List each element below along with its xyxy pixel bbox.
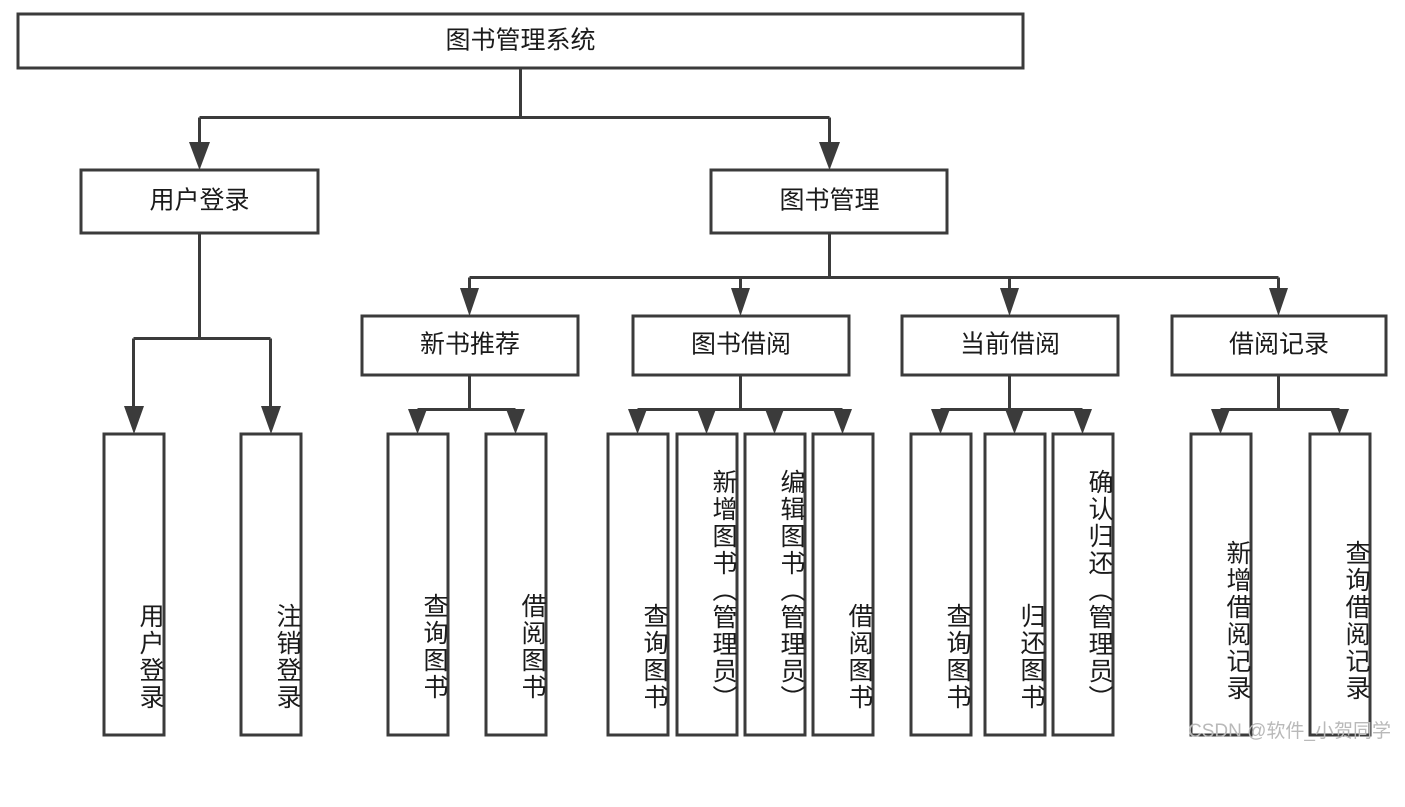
connector-group-new-book-to-leaves [408, 375, 525, 434]
node-new-book-recommend-box[interactable] [360, 314, 580, 377]
arrow-head-leaf-borrow-book [833, 409, 852, 434]
connector-group-book-management-to-level3 [460, 233, 1288, 316]
arrow-head-leaf-query-borrow-record [1330, 409, 1349, 434]
arrow-head-leaf-confirm-return-admin [1073, 409, 1092, 434]
arrow-head-leaf-borrow-book-recommend [506, 409, 525, 434]
arrow-head-leaf-edit-book-admin [765, 409, 784, 434]
arrow-head-leaf-query-book-recommend [408, 409, 427, 434]
node-current-borrow[interactable]: 当前借阅 [900, 314, 1120, 377]
connector-group-root-to-level2 [189, 68, 840, 170]
arrow-head-leaf-query-book-borrow [628, 409, 647, 434]
connector-group-user-login-to-leaves [124, 233, 281, 434]
node-user-login-box[interactable] [79, 168, 320, 235]
node-leaf-edit-book-admin-box[interactable] [743, 432, 807, 737]
node-leaf-query-book-current-box[interactable] [909, 432, 973, 737]
node-user-login-label: 用户登录 [149, 187, 249, 215]
node-leaf-query-book-recommend-box[interactable] [386, 432, 450, 737]
node-borrow-records-box[interactable] [1170, 314, 1388, 377]
arrow-head-current-borrow [1000, 288, 1019, 316]
node-book-management-label: 图书管理 [779, 187, 879, 215]
node-leaf-return-book-box[interactable] [983, 432, 1047, 737]
arrow-head-user-login [189, 142, 210, 170]
node-leaf-borrow-book-box[interactable] [811, 432, 875, 737]
arrow-head-leaf-user-login [124, 406, 144, 434]
node-borrow-records[interactable]: 借阅记录 [1170, 314, 1388, 377]
node-leaf-query-borrow-record-box[interactable] [1308, 432, 1372, 737]
arrow-head-leaf-add-borrow-record [1211, 409, 1230, 434]
node-user-login[interactable]: 用户登录 [79, 168, 320, 235]
node-borrow-records-label: 借阅记录 [1229, 331, 1329, 359]
node-leaf-borrow-book-recommend-box[interactable] [484, 432, 548, 737]
leaf-box-group [102, 432, 1372, 737]
node-book-borrow-box[interactable] [631, 314, 851, 377]
node-root[interactable]: 图书管理系统 [16, 12, 1025, 70]
node-root-label: 图书管理系统 [445, 27, 595, 55]
connector-group-book-borrow-to-leaves [628, 375, 852, 434]
node-leaf-user-login-box[interactable] [102, 432, 166, 737]
arrow-head-leaf-query-book-current [931, 409, 950, 434]
node-current-borrow-label: 当前借阅 [960, 331, 1060, 359]
node-root-box[interactable] [16, 12, 1025, 70]
node-book-borrow[interactable]: 图书借阅 [631, 314, 851, 377]
tree-diagram-svg: 图书管理系统 用户登录 图书管理 新书推荐 图书借阅 当前借阅 借阅记录 [16, 12, 1388, 737]
arrow-head-borrow-records [1269, 288, 1288, 316]
arrow-head-leaf-return-book [1005, 409, 1024, 434]
node-new-book-recommend[interactable]: 新书推荐 [360, 314, 580, 377]
connector-group-borrow-records-to-leaves [1211, 375, 1349, 434]
node-book-management[interactable]: 图书管理 [709, 168, 949, 235]
arrow-head-book-borrow [731, 288, 750, 316]
arrow-head-leaf-add-book-admin [697, 409, 716, 434]
node-leaf-logout-login-box[interactable] [239, 432, 303, 737]
node-leaf-confirm-return-admin-box[interactable] [1051, 432, 1115, 737]
node-leaf-query-book-borrow-box[interactable] [606, 432, 670, 737]
node-current-borrow-box[interactable] [900, 314, 1120, 377]
node-leaf-add-borrow-record-box[interactable] [1189, 432, 1253, 737]
connector-group-current-borrow-to-leaves [931, 375, 1092, 434]
node-book-borrow-label: 图书借阅 [691, 331, 791, 359]
diagram-canvas: 图书管理系统 用户登录 图书管理 新书推荐 图书借阅 当前借阅 借阅记录 [16, 12, 1391, 742]
node-leaf-add-book-admin-box[interactable] [675, 432, 739, 737]
arrow-head-leaf-logout-login [261, 406, 281, 434]
node-new-book-recommend-label: 新书推荐 [420, 331, 520, 359]
arrow-head-book-management [819, 142, 840, 170]
arrow-head-new-book-recommend [460, 288, 479, 316]
node-book-management-box[interactable] [709, 168, 949, 235]
